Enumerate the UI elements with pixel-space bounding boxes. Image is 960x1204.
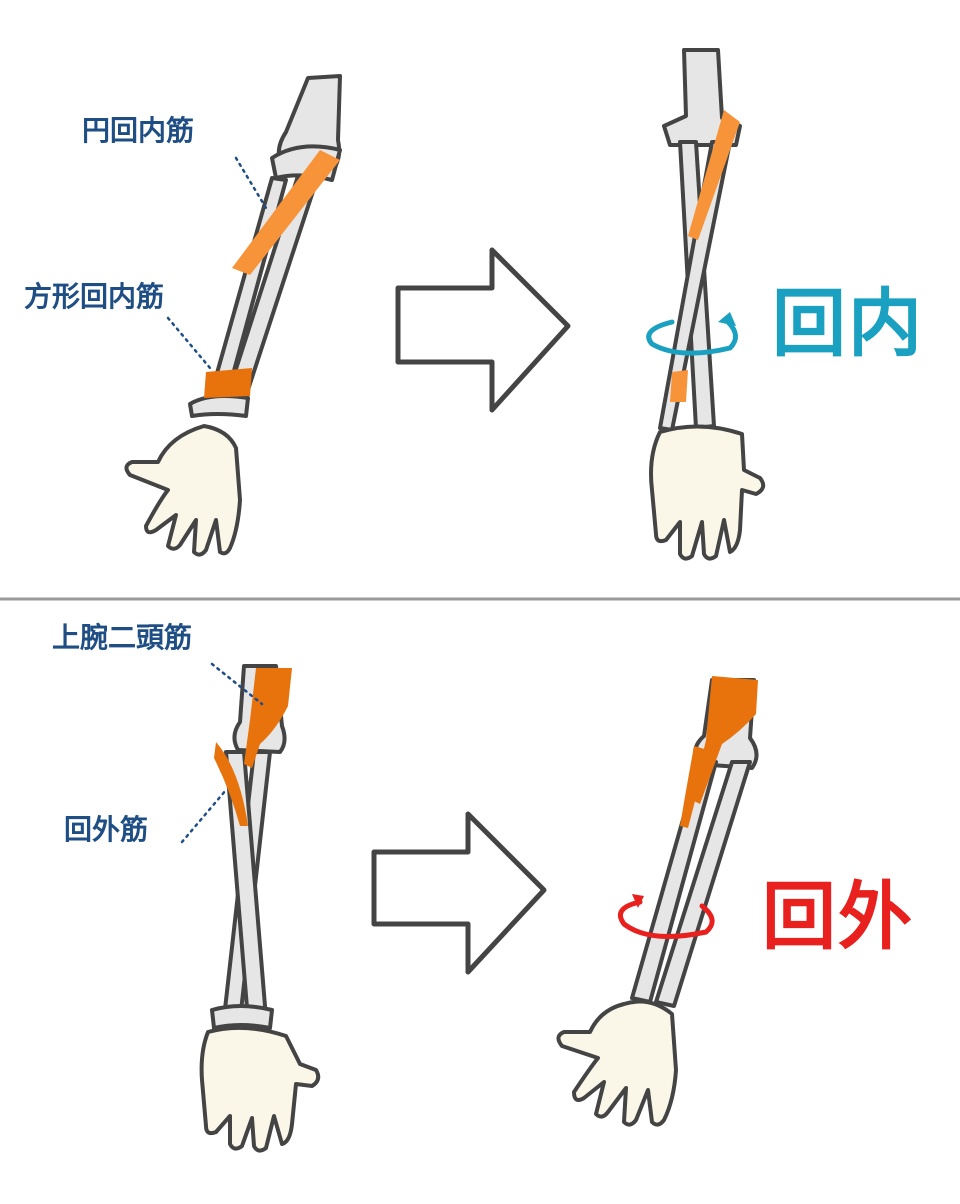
supinator-muscle bbox=[680, 746, 708, 828]
label-pronator-quadratus: 方形回内筋 bbox=[24, 280, 165, 313]
label-biceps: 上腕二頭筋 bbox=[52, 621, 193, 654]
pronation-rotation-arrow-icon bbox=[646, 312, 738, 356]
leader-supinator bbox=[180, 788, 228, 844]
ulna-bone bbox=[654, 760, 752, 1008]
pronator-teres-muscle bbox=[232, 150, 340, 275]
top-left-forearm bbox=[124, 74, 342, 557]
bottom-panel bbox=[180, 662, 759, 1153]
hand bbox=[649, 424, 766, 561]
hand bbox=[556, 999, 678, 1127]
hand bbox=[199, 1025, 321, 1153]
leader-pronator-quadratus bbox=[166, 316, 212, 370]
supinator-muscle bbox=[214, 742, 248, 826]
top-panel bbox=[124, 48, 766, 561]
leader-pronator-teres bbox=[234, 156, 268, 210]
wrist-bones bbox=[210, 1004, 274, 1030]
top-right-forearm bbox=[649, 48, 766, 561]
biceps-muscle bbox=[692, 676, 758, 804]
wrist-bones bbox=[188, 394, 250, 418]
supination-rotation-arrow-icon bbox=[618, 894, 715, 939]
bottom-left-forearm bbox=[180, 662, 321, 1153]
bottom-transition-arrow bbox=[371, 811, 547, 975]
top-transition-arrow bbox=[395, 247, 571, 413]
pronator-quadratus-muscle bbox=[670, 370, 688, 402]
pronator-teres-muscle bbox=[688, 110, 740, 240]
label-pronator-teres: 円回内筋 bbox=[82, 114, 195, 147]
label-supination: 回外 bbox=[762, 874, 914, 960]
label-pronation: 回内 bbox=[772, 281, 924, 367]
biceps-muscle bbox=[244, 668, 292, 768]
bottom-right-forearm bbox=[556, 676, 759, 1127]
pronator-quadratus-muscle bbox=[204, 368, 252, 398]
hand bbox=[124, 424, 242, 557]
label-supinator: 回外筋 bbox=[64, 813, 149, 846]
